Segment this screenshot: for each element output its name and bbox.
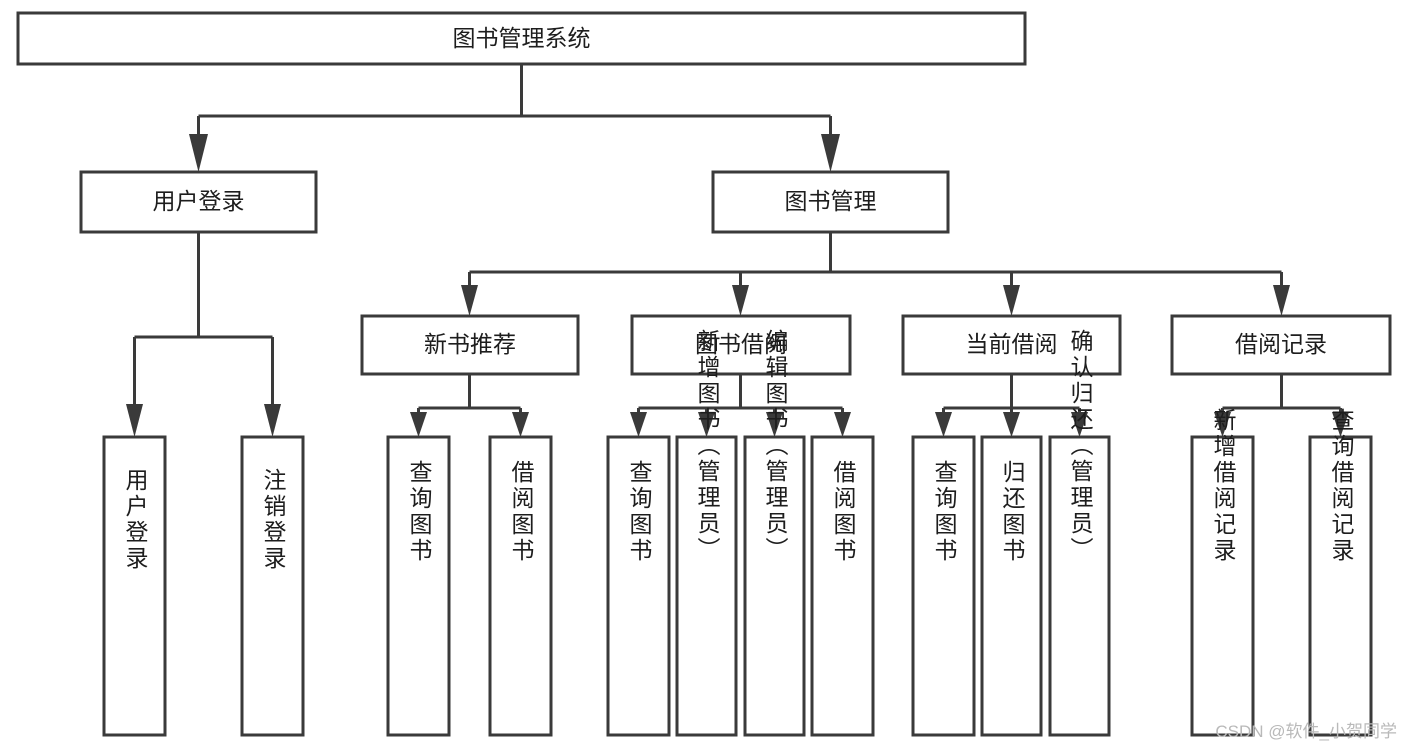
arrow-head-leaf-query-borrow-record <box>1332 412 1349 437</box>
arrow-head-new-book-recommend <box>461 285 478 316</box>
leaf-confirm-return-admin-label: 确认归还（管理员） <box>1067 329 1094 563</box>
node-title-label: 图书管理系统 <box>453 25 591 51</box>
node-title-box[interactable] <box>16 11 1027 66</box>
node-book-borrow-label: 图书借阅 <box>695 331 787 357</box>
leaf-add-borrow-record[interactable]: 新增借阅记录 <box>1190 408 1255 737</box>
leaf-borrow-book-1[interactable]: 借阅图书 <box>488 435 553 737</box>
leaf-return-book[interactable]: 归还图书 <box>980 435 1043 737</box>
arrow-head-leaf-logout-login <box>264 404 281 437</box>
arrow-head-borrow-record <box>1273 285 1290 316</box>
leaf-query-book-2-box[interactable] <box>606 435 671 737</box>
node-user-login-label: 用户登录 <box>153 188 245 214</box>
leaf-edit-book-admin[interactable]: 编辑图书（管理员） <box>743 329 806 737</box>
leaf-query-book-3[interactable]: 查询图书 <box>911 435 976 737</box>
node-user-login-box[interactable] <box>79 170 318 234</box>
leaf-add-borrow-record-box[interactable] <box>1190 435 1255 737</box>
connectors-root <box>126 64 1349 437</box>
leaf-add-borrow-record-label: 新增借阅记录 <box>1210 408 1237 564</box>
arrow-head-leaf-add-book-admin <box>698 412 715 437</box>
leaf-add-book-admin[interactable]: 新增图书（管理员） <box>675 329 738 737</box>
arrow-head-leaf-user-login <box>126 404 143 437</box>
leaf-query-borrow-record-label: 查询借阅记录 <box>1328 408 1355 564</box>
node-borrow-record-label: 借阅记录 <box>1235 331 1327 357</box>
node-current-borrow-label: 当前借阅 <box>966 331 1058 357</box>
leaf-edit-book-admin-box[interactable] <box>743 435 806 737</box>
leaf-borrow-book-1-box[interactable] <box>488 435 553 737</box>
leaf-user-login-label: 用户登录 <box>122 468 149 572</box>
leaf-borrow-book-1-label: 借阅图书 <box>508 460 535 564</box>
leaf-query-book-3-label: 查询图书 <box>931 460 958 564</box>
arrow-head-leaf-add-borrow-record <box>1214 412 1231 437</box>
leaf-add-book-admin-label: 新增图书（管理员） <box>694 329 721 563</box>
arrow-head-leaf-return-book <box>1003 412 1020 437</box>
leaf-user-login-box[interactable] <box>102 435 167 737</box>
leaf-user-login[interactable]: 用户登录 <box>102 435 167 737</box>
node-current-borrow-box[interactable] <box>901 314 1122 376</box>
leaf-query-book-3-box[interactable] <box>911 435 976 737</box>
arrow-head-book-management <box>821 134 840 172</box>
leaf-confirm-return-admin-box[interactable] <box>1048 435 1111 737</box>
arrow-head-leaf-borrow-book-2 <box>834 412 851 437</box>
leaf-logout-login-label: 注销登录 <box>260 468 287 572</box>
arrow-head-user-login <box>189 134 208 172</box>
node-book-borrow[interactable]: 图书借阅 <box>630 314 852 376</box>
node-title[interactable]: 图书管理系统 <box>16 11 1027 66</box>
node-borrow-record[interactable]: 借阅记录 <box>1170 314 1392 376</box>
node-borrow-record-box[interactable] <box>1170 314 1392 376</box>
leaf-query-book-2[interactable]: 查询图书 <box>606 435 671 737</box>
leaf-query-book-1-box[interactable] <box>386 435 451 737</box>
arrow-head-leaf-confirm-return-admin <box>1071 412 1088 437</box>
arrow-head-current-borrow <box>1003 285 1020 316</box>
leaf-query-book-2-label: 查询图书 <box>626 460 653 564</box>
node-new-book-recommend[interactable]: 新书推荐 <box>360 314 580 376</box>
arrow-head-book-borrow <box>732 285 749 316</box>
leaf-return-book-box[interactable] <box>980 435 1043 737</box>
leaf-logout-login[interactable]: 注销登录 <box>240 435 305 737</box>
node-book-management[interactable]: 图书管理 <box>711 170 950 234</box>
node-book-management-label: 图书管理 <box>785 188 877 214</box>
leaf-borrow-book-2-label: 借阅图书 <box>830 460 857 564</box>
arrow-head-leaf-query-book-2 <box>630 412 647 437</box>
arrow-head-leaf-query-book-3 <box>935 412 952 437</box>
leaf-query-book-1[interactable]: 查询图书 <box>386 435 451 737</box>
csdn-watermark: CSDN @软件_小贺同学 <box>1215 722 1397 741</box>
leaf-logout-login-box[interactable] <box>240 435 305 737</box>
leaf-borrow-book-2-box[interactable] <box>810 435 875 737</box>
leaf-add-book-admin-box[interactable] <box>675 435 738 737</box>
leaf-query-book-1-label: 查询图书 <box>406 460 433 564</box>
leaf-return-book-label: 归还图书 <box>999 460 1026 564</box>
leaf-edit-book-admin-label: 编辑图书（管理员） <box>762 329 789 563</box>
node-book-borrow-box[interactable] <box>630 314 852 376</box>
node-book-management-box[interactable] <box>711 170 950 234</box>
node-new-book-recommend-label: 新书推荐 <box>424 331 516 357</box>
leaf-query-borrow-record-box[interactable] <box>1308 435 1373 737</box>
leaf-borrow-book-2[interactable]: 借阅图书 <box>810 435 875 737</box>
node-user-login[interactable]: 用户登录 <box>79 170 318 234</box>
arrow-head-leaf-borrow-book-1 <box>512 412 529 437</box>
arrow-head-leaf-query-book-1 <box>410 412 427 437</box>
leaf-query-borrow-record[interactable]: 查询借阅记录 <box>1308 408 1373 737</box>
leaf-confirm-return-admin[interactable]: 确认归还（管理员） <box>1048 329 1111 737</box>
arrow-head-leaf-edit-book-admin <box>766 412 783 437</box>
node-current-borrow[interactable]: 当前借阅 <box>901 314 1122 376</box>
node-new-book-recommend-box[interactable] <box>360 314 580 376</box>
